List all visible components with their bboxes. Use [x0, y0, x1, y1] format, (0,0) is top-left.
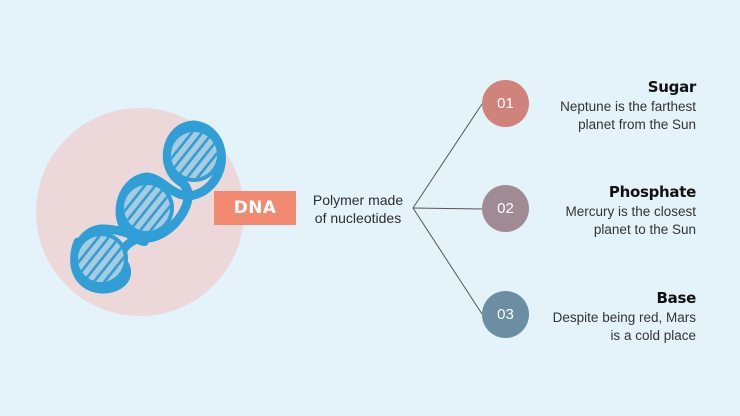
item-title: Base: [656, 289, 697, 307]
item-description-line1: Despite being red, Mars: [552, 310, 696, 325]
item-description-line1: Mercury is the closest: [565, 204, 696, 219]
number-badge-02: 02: [482, 185, 529, 232]
item-description-line2: planet to the Sun: [593, 222, 696, 237]
dna-label-box: DNA: [214, 191, 296, 225]
item-phosphate: Phosphate Mercury is the closest planet …: [496, 183, 696, 239]
connector-line-03: [412, 207, 483, 315]
center-description-line2: of nucleotides: [314, 210, 402, 226]
dna-label: DNA: [233, 198, 277, 218]
dna-helix-icon: [70, 120, 226, 294]
connector-line-02: [412, 207, 483, 210]
item-description-line2: is a cold place: [610, 328, 696, 343]
number-label: 02: [497, 200, 514, 217]
center-description-line1: Polymer made: [312, 192, 404, 208]
number-badge-03: 03: [482, 291, 529, 338]
item-description-line2: planet from the Sun: [578, 117, 696, 132]
connector-line-01: [412, 103, 483, 209]
center-description: Polymer made of nucleotides: [306, 191, 410, 227]
item-title: Sugar: [647, 78, 697, 96]
item-title: Phosphate: [608, 183, 696, 201]
number-label: 03: [497, 306, 514, 323]
item-description-line1: Neptune is the farthest: [560, 99, 696, 114]
number-badge-01: 01: [482, 80, 529, 127]
number-label: 01: [497, 95, 514, 112]
item-sugar: Sugar Neptune is the farthest planet fro…: [496, 78, 696, 134]
item-base: Base Despite being red, Mars is a cold p…: [496, 289, 697, 345]
connector-lines: [412, 103, 483, 315]
